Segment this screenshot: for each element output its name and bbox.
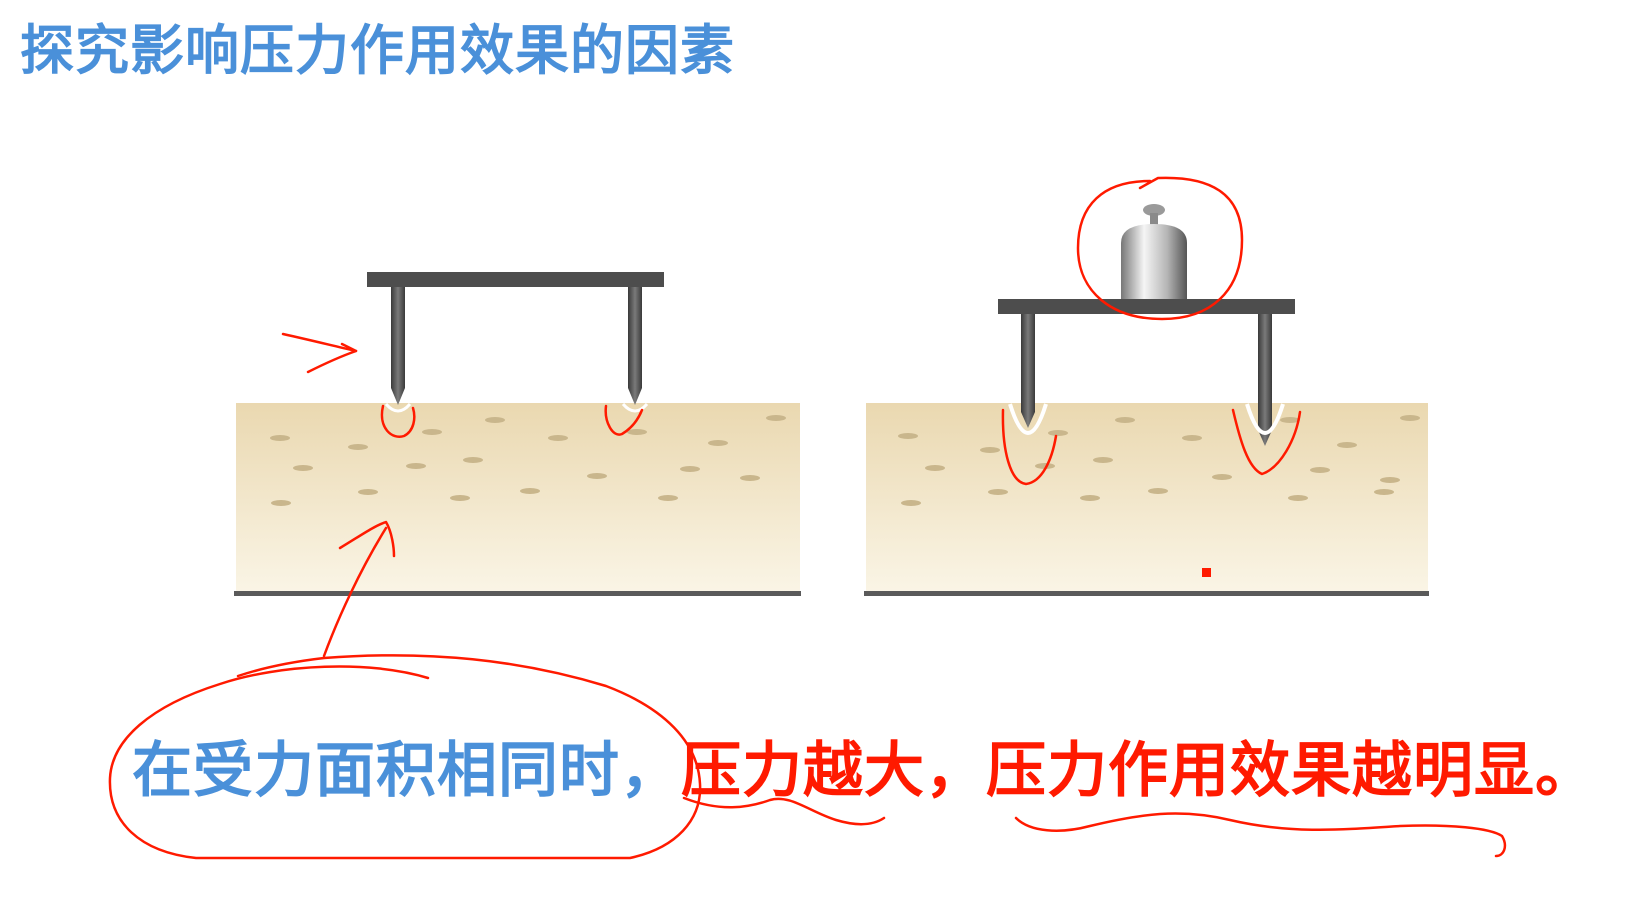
conclusion-cause: 压力越大， (681, 736, 986, 806)
page-title: 探究影响压力作用效果的因素 (20, 19, 735, 82)
weight-icon (1121, 204, 1187, 299)
red-annotations (108, 176, 1507, 860)
highlight-circle (108, 654, 702, 860)
arrow-annotation (340, 342, 358, 353)
underline-annotation (682, 796, 886, 826)
stool-right (998, 299, 1295, 446)
arrow-annotation (322, 526, 388, 658)
sand-tray-left (234, 403, 801, 596)
underline-annotation (1014, 812, 1507, 858)
conclusion-condition: 在受力面积相同时， (132, 736, 681, 806)
conclusion-text: 在受力面积相同时，压力越大，压力作用效果越明显。 (132, 722, 1596, 809)
highlight-circle (1076, 176, 1244, 321)
sand-tray-right (864, 403, 1429, 596)
stool-left (367, 272, 664, 413)
arrow-annotation (281, 332, 358, 374)
pointer-dot (1202, 568, 1211, 577)
conclusion-effect: 压力作用效果越明显。 (986, 736, 1596, 806)
